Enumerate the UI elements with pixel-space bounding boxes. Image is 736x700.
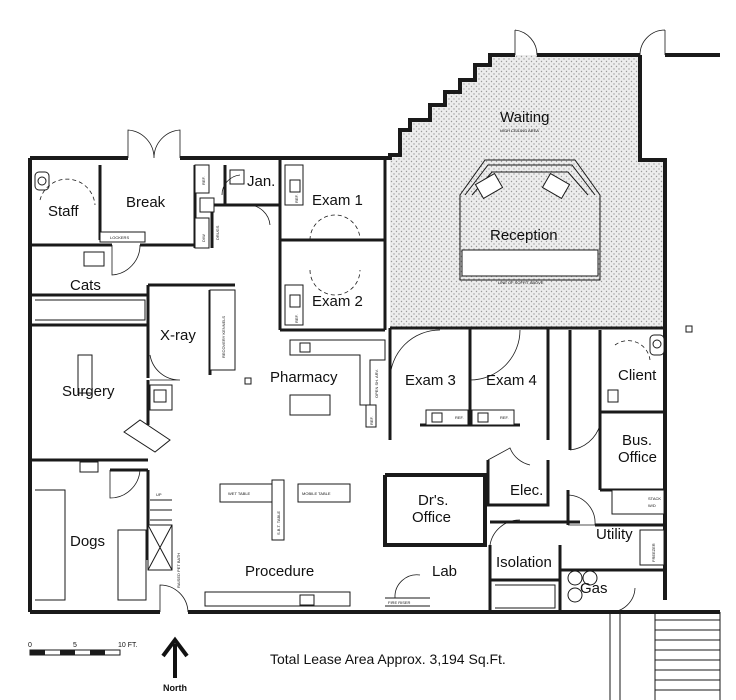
interior-walls <box>30 160 665 612</box>
fire-riser-label: FIRE RISER <box>388 600 411 605</box>
lockers-label: LOCKERS <box>110 235 129 240</box>
ref-label-exam2: REF. <box>294 314 299 323</box>
room-bus-office-1: Bus. <box>622 432 652 449</box>
ref-label-break: REF. <box>201 176 206 185</box>
open-sh-arv-label: OPEN SH. ARV. <box>374 369 379 398</box>
fixtures <box>34 164 665 609</box>
mobile-table-label: MOBILE TABLE <box>302 491 331 496</box>
exterior-stairs <box>609 325 721 700</box>
room-utility: Utility <box>596 526 633 543</box>
room-staff: Staff <box>48 203 79 220</box>
wet-table-label: WET TABLE <box>228 491 251 496</box>
scale-label-0: 0 <box>28 642 32 649</box>
room-waiting: Waiting <box>500 109 549 126</box>
room-drs-office-1: Dr's. <box>418 492 448 509</box>
entry-door-east <box>639 29 666 56</box>
room-break: Break <box>126 194 166 211</box>
recovery-kennels-label: RECOVERY KENNELS <box>221 316 226 358</box>
ref-label-exam3: REF. <box>455 415 464 420</box>
room-cats: Cats <box>70 277 101 294</box>
up-label: UP <box>156 492 162 497</box>
room-bus-office-2: Office <box>618 449 657 466</box>
scale-label-5: 5 <box>73 642 77 649</box>
room-exam2: Exam 2 <box>312 293 363 310</box>
reception-note: LINE OF SOFFIT ABOVE <box>498 280 544 285</box>
room-pharmacy: Pharmacy <box>270 369 338 386</box>
reception-desk <box>459 159 601 281</box>
entry-door-break <box>127 129 181 159</box>
room-drs-office-2: Office <box>412 509 451 526</box>
freezer-label: FREEZER <box>651 543 656 562</box>
room-isolation: Isolation <box>496 554 552 571</box>
scale-bar <box>29 649 121 656</box>
room-xray: X-ray <box>160 327 196 344</box>
room-exam1: Exam 1 <box>312 192 363 209</box>
stack-wd-label-2: W/D <box>648 503 656 508</box>
dw-label: D/W <box>201 234 206 242</box>
waiting-area-floor <box>390 55 665 328</box>
ref-label-exam1: REF. <box>294 194 299 203</box>
north-label: North <box>163 683 187 693</box>
door-swings <box>109 174 636 613</box>
total-area-text: Total Lease Area Approx. 3,194 Sq.Ft. <box>270 651 506 667</box>
room-exam3: Exam 3 <box>405 372 456 389</box>
north-arrow-icon <box>161 636 189 678</box>
room-reception: Reception <box>490 227 558 244</box>
room-procedure: Procedure <box>245 563 314 580</box>
room-jan: Jan. <box>247 173 275 190</box>
drugs-label: DRUGS <box>215 225 220 240</box>
room-gas: Gas <box>580 580 608 597</box>
exterior-wall <box>30 53 720 160</box>
raised-pet-bath-label: RAISED PET BATH <box>176 553 181 588</box>
room-client: Client <box>618 367 657 384</box>
room-elec: Elec. <box>510 482 543 499</box>
scale-label-10: 10 FT. <box>118 642 138 649</box>
waiting-note: HIGH CEILING AREA <box>500 128 539 133</box>
stack-wd-label-1: STACK <box>648 496 661 501</box>
room-surgery: Surgery <box>62 383 115 400</box>
room-dogs: Dogs <box>70 533 105 550</box>
entry-door-waiting <box>514 29 538 56</box>
room-lab: Lab <box>432 563 457 580</box>
ref-label-pharmacy: REF. <box>369 416 374 425</box>
sbt-table-label: S.B.T. TABLE <box>276 511 281 535</box>
exterior-wall-east <box>638 55 667 600</box>
ref-label-exam4: REF. <box>500 415 509 420</box>
room-exam4: Exam 4 <box>486 372 537 389</box>
